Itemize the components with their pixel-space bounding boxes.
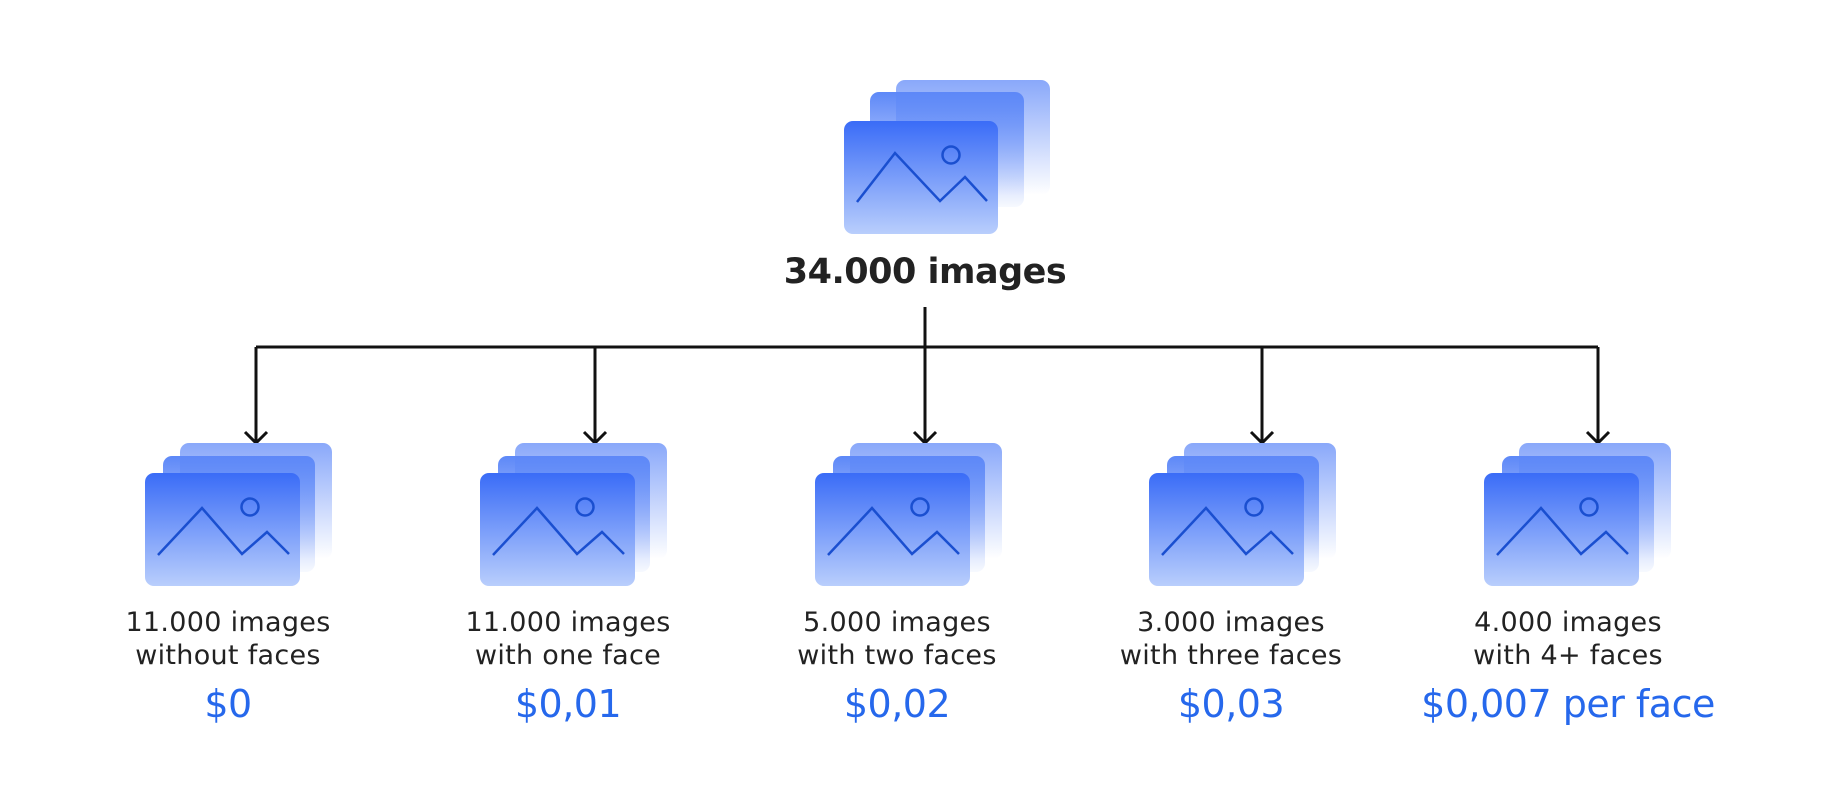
branch-arrow-5	[1585, 347, 1611, 446]
node-count: 5.000 images	[803, 607, 991, 638]
node-count: 11.000 images	[125, 607, 331, 638]
node-price: $0,02	[843, 682, 951, 726]
node-description: with three faces	[1119, 640, 1343, 671]
node-price: $0	[204, 682, 252, 726]
branch-arrow-4	[1249, 347, 1275, 446]
branch-arrow-2	[582, 347, 608, 446]
branch-arrow-3	[912, 347, 938, 446]
root-image-stack-icon	[844, 80, 1054, 240]
node-price: $0,01	[514, 682, 622, 726]
node-description: with two faces	[797, 640, 997, 671]
image-stack-icon	[815, 443, 1005, 592]
node-description: without faces	[135, 640, 321, 671]
root-count-label: 34.000 images	[783, 252, 1067, 292]
branch-arrow-1	[243, 347, 269, 446]
image-stack-icon	[1149, 443, 1339, 592]
node-description: with 4+ faces	[1473, 640, 1663, 671]
node-count: 4.000 images	[1474, 607, 1662, 638]
image-stack-icon	[145, 443, 335, 592]
node-count: 11.000 images	[465, 607, 671, 638]
image-stack-icon	[480, 443, 670, 592]
node-description: with one face	[474, 640, 662, 671]
node-count: 3.000 images	[1137, 607, 1325, 638]
image-stack-icon	[1484, 443, 1674, 592]
node-price: $0,007 per face	[1421, 682, 1715, 726]
node-price: $0,03	[1177, 682, 1285, 726]
